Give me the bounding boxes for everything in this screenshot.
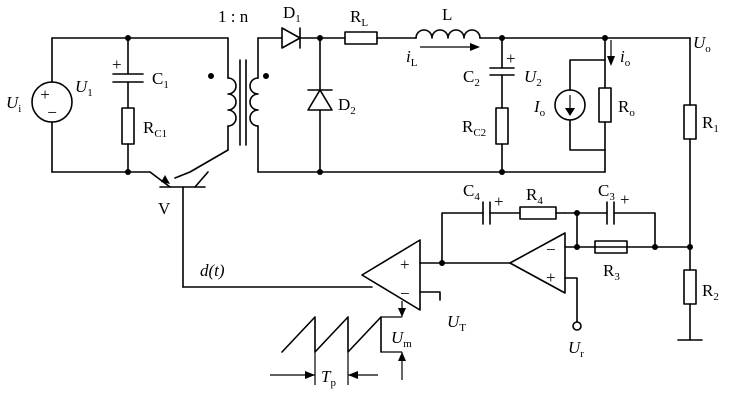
label-ur: Ur — [568, 338, 584, 360]
resistor-ro — [598, 59, 612, 173]
resistor-rl — [344, 31, 378, 45]
sawtooth-waveform — [270, 301, 406, 385]
label-c1: C1 — [152, 69, 169, 91]
capacitor-c2: + — [489, 37, 516, 109]
resistor-r3 — [594, 240, 628, 254]
label-c2: C2 — [463, 67, 480, 89]
label-rc2: RC2 — [462, 117, 486, 139]
transistor-v — [127, 171, 209, 288]
label-d2: D2 — [338, 95, 356, 117]
label-ro: Ro — [618, 97, 635, 119]
label-r2: R2 — [702, 281, 719, 303]
resistor-rc2 — [495, 107, 509, 173]
capacitor-c1: + — [112, 37, 144, 109]
diode-d1 — [281, 27, 301, 49]
label-v: V — [158, 199, 171, 218]
svg-text:+: + — [620, 190, 630, 209]
svg-text:−: − — [546, 240, 556, 259]
label-l: L — [442, 5, 452, 24]
label-r4: R4 — [526, 185, 543, 207]
label-uo: Uo — [693, 33, 711, 55]
label-io-current: io — [620, 47, 631, 69]
secondary-dot — [263, 73, 269, 79]
label-c3: C3 — [598, 181, 615, 203]
resistor-r2 — [677, 269, 703, 341]
label-r3: R3 — [603, 261, 620, 283]
label-r1: R1 — [702, 113, 719, 135]
label-tp: Tp — [321, 367, 336, 389]
inductor-l — [415, 29, 481, 39]
label-ut: UT — [447, 312, 466, 334]
label-turns-ratio: 1 : n — [218, 7, 249, 26]
svg-text:−: − — [400, 284, 410, 303]
diode-d2 — [307, 37, 333, 173]
label-d1: D1 — [283, 3, 301, 25]
svg-text:+: + — [494, 192, 504, 211]
input-voltage-source: + − — [31, 37, 73, 173]
label-um: Um — [391, 328, 412, 350]
capacitor-c4: + — [482, 192, 504, 225]
wire-ramp-input — [419, 291, 441, 301]
resistor-r4 — [519, 206, 566, 220]
load-current-source-io — [554, 37, 606, 151]
svg-text:+: + — [506, 49, 516, 68]
source-minus-sign: − — [47, 103, 57, 122]
svg-text:+: + — [112, 55, 122, 74]
source-plus-sign: + — [40, 85, 50, 104]
wire-c3-left — [576, 212, 608, 248]
label-io-source: Io — [533, 97, 546, 119]
svg-text:+: + — [400, 255, 410, 274]
label-ui: Ui — [6, 93, 21, 115]
reference-terminal — [572, 321, 582, 331]
primary-dot — [208, 73, 214, 79]
label-u2: U2 — [524, 67, 542, 89]
label-rl: RL — [350, 7, 368, 29]
svg-text:+: + — [546, 268, 556, 287]
label-u1: U1 — [75, 77, 93, 99]
transformer — [208, 37, 269, 173]
resistor-r1 — [683, 37, 697, 271]
wire-c4-left — [441, 212, 484, 264]
label-il: iL — [406, 47, 418, 69]
label-rc1: RC1 — [143, 118, 167, 140]
wire-primary-collector — [174, 149, 229, 179]
error-amplifier: − + — [509, 232, 566, 294]
wire-reference — [564, 277, 578, 323]
pwm-comparator: + − — [361, 239, 421, 311]
resistor-rc1 — [121, 107, 135, 173]
label-dt: d(t) — [200, 261, 225, 280]
label-c4: C4 — [463, 181, 480, 203]
wire-c3-right — [613, 212, 656, 248]
